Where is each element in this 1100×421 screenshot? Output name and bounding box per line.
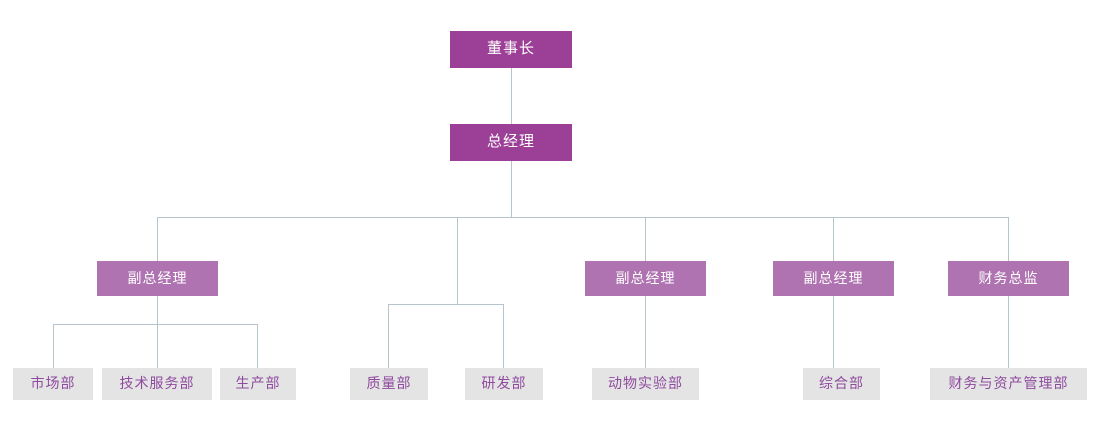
connector-bus-drop-cfo (1008, 217, 1009, 261)
connector-chairman-to-general-manager (511, 68, 512, 124)
connector-vp3-to-animal-lab (645, 296, 646, 368)
connector-main-horizontal-bus (157, 217, 1009, 218)
connector-drop-tech-service (157, 324, 158, 368)
node-vp-1[interactable]: 副总经理 (97, 261, 218, 296)
node-dept-finance-asset[interactable]: 财务与资产管理部 (930, 368, 1087, 400)
node-cfo[interactable]: 财务总监 (948, 261, 1069, 296)
connector-vp2-sub-bus (388, 304, 504, 305)
node-vp-4[interactable]: 副总经理 (773, 261, 894, 296)
connector-bus-drop-vp2 (457, 217, 458, 304)
node-chairman[interactable]: 董事长 (450, 31, 572, 68)
node-dept-tech-service[interactable]: 技术服务部 (102, 368, 212, 400)
node-dept-animal-lab[interactable]: 动物实验部 (592, 368, 699, 400)
node-dept-rd[interactable]: 研发部 (465, 368, 543, 400)
connector-drop-quality (388, 304, 389, 368)
node-dept-marketing[interactable]: 市场部 (13, 368, 93, 400)
connector-vp1-stem (157, 296, 158, 325)
connector-drop-rd (503, 304, 504, 368)
connector-drop-marketing (53, 324, 54, 368)
node-dept-general-affairs[interactable]: 综合部 (803, 368, 880, 400)
connector-bus-drop-vp1 (157, 217, 158, 261)
connector-vp4-to-general-affairs (833, 296, 834, 368)
node-vp-3[interactable]: 副总经理 (585, 261, 706, 296)
connector-bus-drop-vp3 (645, 217, 646, 261)
connector-drop-production (257, 324, 258, 368)
node-general-manager[interactable]: 总经理 (450, 124, 572, 161)
node-dept-quality[interactable]: 质量部 (350, 368, 428, 400)
node-dept-production[interactable]: 生产部 (220, 368, 296, 400)
connector-general-manager-to-bus (511, 161, 512, 217)
connector-bus-drop-vp4 (833, 217, 834, 261)
connector-cfo-to-finance-asset (1008, 296, 1009, 368)
connector-vp1-sub-bus (53, 324, 258, 325)
